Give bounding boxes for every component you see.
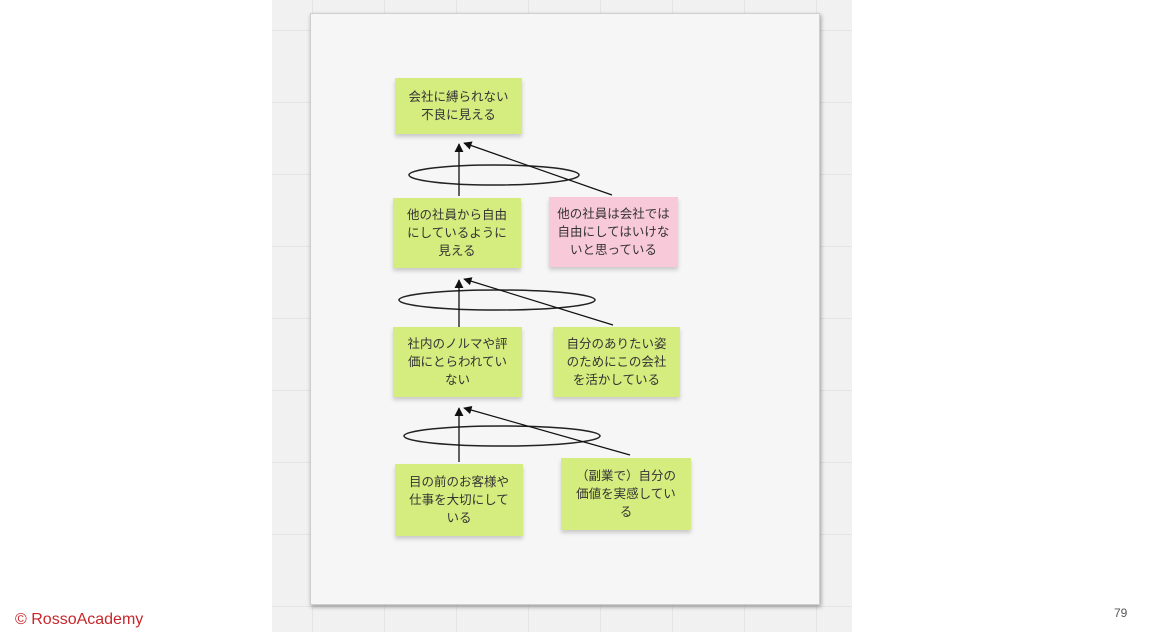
copyright-text: © RossoAcademy [15, 611, 144, 628]
note-free-looking[interactable]: 他の社員から自由 にしているように 見える [393, 198, 521, 268]
note-not-bound-quota[interactable]: 社内のノルマや評 価にとらわれてい ない [393, 327, 522, 397]
note-others-belief[interactable]: 他の社員は会社では 自由にしてはいけな いと思っている [549, 197, 678, 267]
page-number: 79 [1114, 606, 1128, 620]
note-value-customers[interactable]: 目の前のお客様や 仕事を大切にして いる [395, 464, 523, 536]
note-use-company[interactable]: 自分のありたい姿 のためにこの会社 を活かしている [553, 327, 680, 397]
note-top-delinquent[interactable]: 会社に縛られない 不良に見える [395, 78, 522, 134]
note-side-job-value[interactable]: （副業で）自分の 価値を実感してい る [561, 458, 691, 530]
